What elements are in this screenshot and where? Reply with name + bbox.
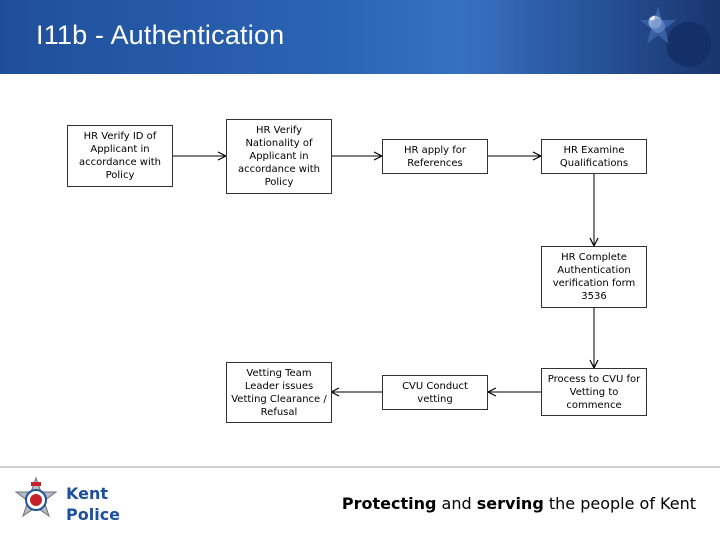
tagline-serving: serving — [476, 494, 544, 513]
node-complete-form: HR Complete Authentication verification … — [541, 246, 647, 308]
police-star-emblem-icon — [640, 6, 676, 44]
node-examine-qualifications: HR Examine Qualifications — [541, 139, 647, 174]
org-name-line-2: Police — [66, 505, 121, 524]
page-title: I11b - Authentication — [36, 20, 285, 50]
tagline-and: and — [436, 494, 477, 513]
node-apply-references: HR apply for References — [382, 139, 488, 174]
footer-divider — [0, 466, 720, 468]
org-name-line-1: Kent — [66, 484, 109, 503]
footer-tagline: Protecting and serving the people of Ken… — [342, 494, 696, 513]
tagline-rest: the people of Kent — [543, 494, 696, 513]
title-banner: I11b - Authentication — [0, 0, 720, 74]
banner-photo-decoration — [460, 0, 720, 74]
node-process-cvu: Process to CVU for Vetting to commence — [541, 368, 647, 416]
node-verify-nationality: HR Verify Nationality of Applicant in ac… — [226, 119, 332, 194]
node-team-leader: Vetting Team Leader issues Vetting Clear… — [226, 362, 332, 423]
node-cvu-vetting: CVU Conduct vetting — [382, 375, 488, 410]
kent-police-crest-icon — [14, 476, 58, 518]
tagline-protecting: Protecting — [341, 494, 437, 513]
node-verify-id: HR Verify ID of Applicant in accordance … — [67, 125, 173, 187]
